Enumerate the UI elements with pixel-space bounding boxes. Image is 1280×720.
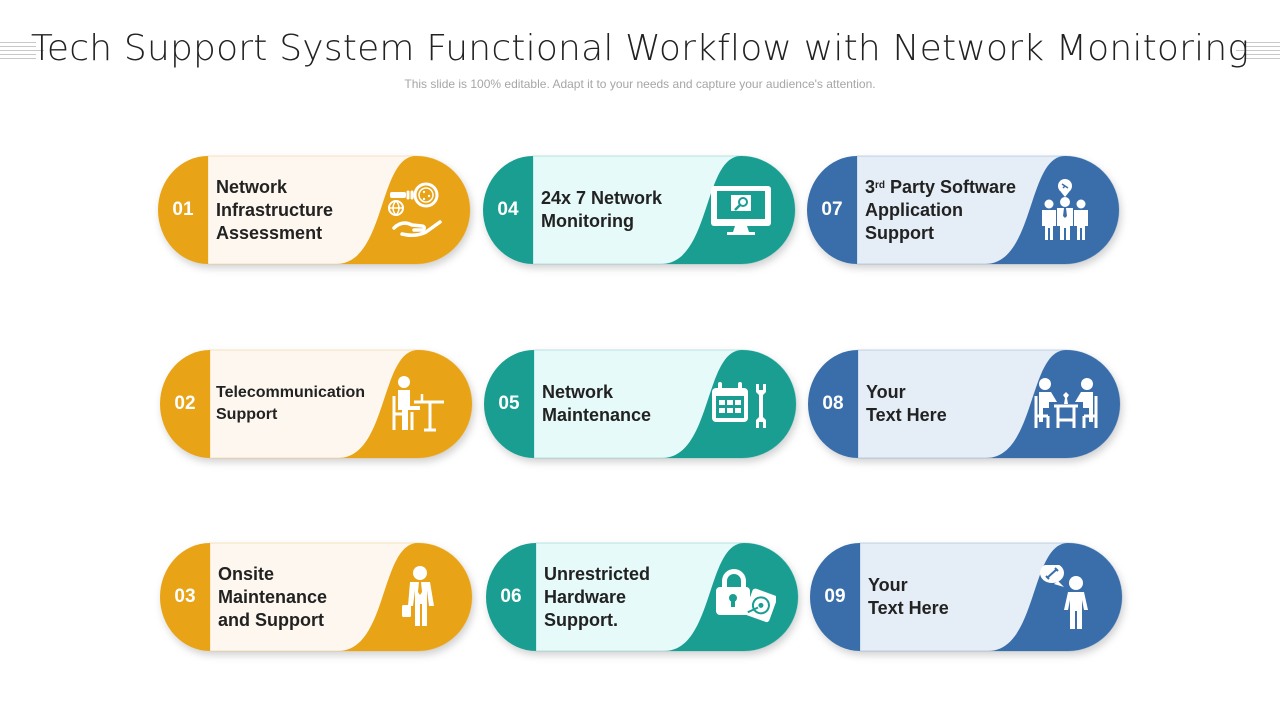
step-label: Telecommunication Support <box>216 384 366 423</box>
step-label: Onsite Maintenance and Support <box>218 563 328 630</box>
step-label: 3rd Party Software Application Support <box>865 156 1035 264</box>
step-number: 06 <box>500 586 522 607</box>
workflow-card-03: 03 Onsite Maintenance and Support <box>160 542 473 652</box>
slide-title: Tech Support System Functional Workflow … <box>30 28 1250 69</box>
step-label: Your Text Here <box>868 575 949 618</box>
card-shape <box>160 542 473 652</box>
workflow-card-06: 06 Unrestricted Hardware Support. <box>486 542 799 652</box>
step-number: 01 <box>172 199 194 220</box>
workflow-card-09: 09 Your Text Here <box>810 542 1123 652</box>
step-label-prefix: 3 <box>865 176 876 197</box>
meeting-table-icon <box>1034 372 1098 436</box>
step-label-text: Party Software Application Support <box>865 176 1017 243</box>
step-number: 03 <box>174 586 196 607</box>
workflow-card-02: 02 Telecommunication Support <box>160 349 473 459</box>
businessman-with-briefcase-icon <box>386 565 450 629</box>
step-label: Unrestricted Hardware Support. <box>544 563 651 630</box>
card-shape <box>808 349 1121 459</box>
workflow-card-01: 01 Network Infrastructure Assessment <box>158 155 471 265</box>
step-label: Network Maintenance <box>542 382 652 425</box>
step-number: 09 <box>824 586 846 607</box>
step-label: 24x 7 Network Monitoring <box>541 188 663 231</box>
workflow-card-04: 04 24x 7 Network Monitoring <box>483 155 796 265</box>
title-decoration-left <box>0 42 44 62</box>
network-assessment-hand-icon <box>384 178 448 242</box>
workflow-card-07: 07 3rd Party Software Application Suppor… <box>807 155 1120 265</box>
step-number: 02 <box>174 393 196 414</box>
step-label: Your Text Here <box>866 382 947 425</box>
lock-disk-icon <box>712 565 778 629</box>
step-label-superscript: rd <box>875 179 886 191</box>
title-decoration-right <box>1236 42 1280 62</box>
slide-subtitle: This slide is 100% editable. Adapt it to… <box>404 77 876 91</box>
team-support-icon <box>1033 178 1097 242</box>
step-number: 08 <box>822 393 844 414</box>
person-at-desk-icon <box>386 372 450 436</box>
person-support-bubble-icon <box>1036 563 1100 629</box>
monitor-search-icon <box>709 178 773 242</box>
calendar-wrench-icon <box>710 372 774 436</box>
step-label: Network Infrastructure Assessment <box>216 176 334 243</box>
step-number: 04 <box>497 199 519 220</box>
step-number: 07 <box>821 199 843 220</box>
workflow-card-08: 08 Your Text Here <box>808 349 1121 459</box>
step-number: 05 <box>498 393 520 414</box>
workflow-card-05: 05 Network Maintenance <box>484 349 797 459</box>
